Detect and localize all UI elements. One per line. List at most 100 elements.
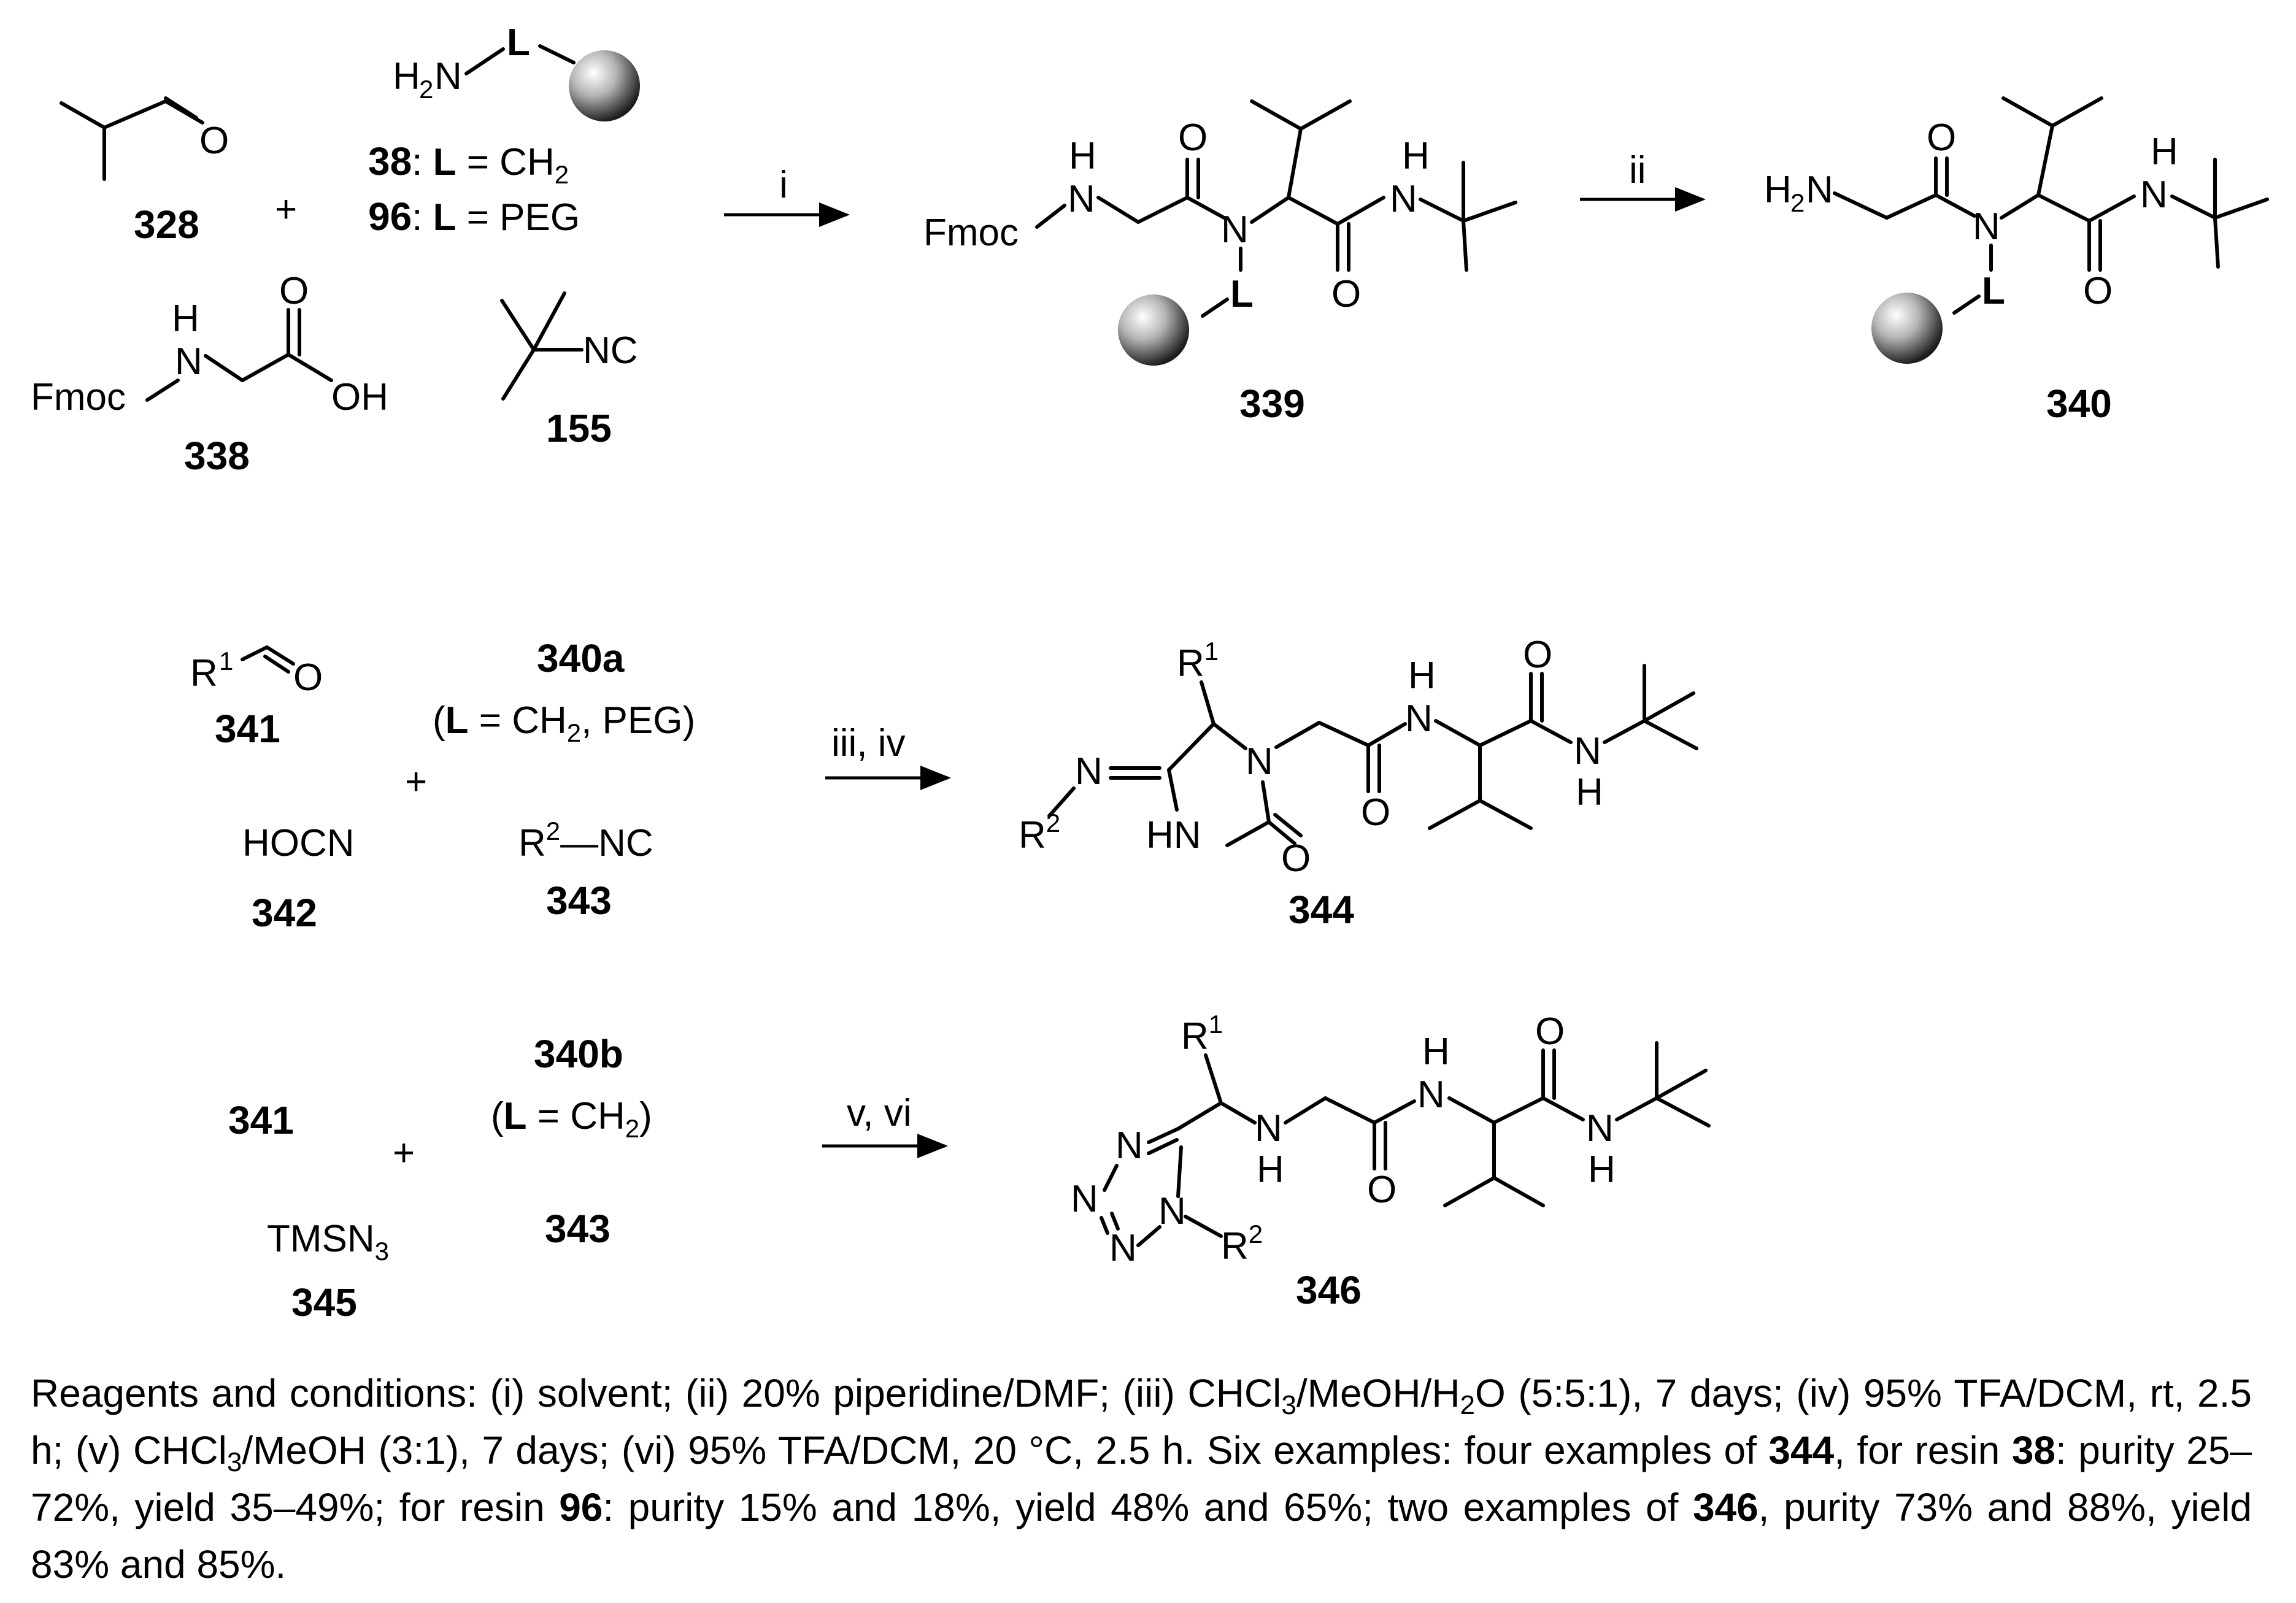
carbonyl-o2-label: O [1331,273,1361,315]
ring-n-label: N [1246,740,1273,783]
nh-n-label: N [1405,698,1433,740]
compound-number-96: 96 [368,194,412,239]
nh2-n-label: N [1574,730,1601,772]
reaction-arrow-i: i [724,164,850,227]
svg-text:96: L = PEG: 96: L = PEG [368,194,580,239]
compound-number-342: 342 [252,891,317,935]
carbonyl-o2-label: O [1535,1010,1565,1053]
nh2-h-label: H [1402,135,1430,177]
compound-number-345: 345 [291,1280,357,1324]
r-label: R [190,652,218,694]
arrow-label-ii: ii [1629,149,1646,191]
amide-n-label: N [1973,206,2000,248]
compound-number-155: 155 [546,406,612,450]
carbonyl-o2-label: O [1523,634,1552,676]
svg-text:TMSN3: TMSN3 [267,1218,389,1266]
nh-h-label: H [1069,135,1096,177]
reaction-arrow-iii-iv: iii, iv [825,722,951,790]
oxygen-label: O [199,120,229,162]
hydroxyl-label: OH [331,376,388,418]
resin-bead-icon [1871,293,1943,364]
amine-n-label: N [434,55,462,98]
fmoc-label: Fmoc [31,376,126,418]
nh-n-label: N [1417,1074,1445,1116]
nh2-n-label: N [1586,1107,1614,1150]
amine-n-label: N [1806,169,1833,211]
compound-number-343: 343 [546,878,612,923]
tetrazole-n1-label: N [1158,1190,1186,1232]
compound-number-338: 338 [184,434,250,478]
compound-number-340: 340 [2046,382,2112,426]
compound-ref-38: 38 [2011,1428,2055,1472]
nh2-h-label: H [1588,1148,1616,1191]
linker-label: L [1982,270,2005,312]
carbonyl-o-label: O [1927,117,1956,159]
amine-h-label: H [393,55,420,98]
compound-number-328: 328 [134,202,199,247]
compound-328-isobutyraldehyde: O 328 [60,96,229,247]
svg-text:R2: R2 [1019,809,1060,856]
compound-number-340b: 340b [534,1032,623,1076]
nh2-h-label: H [1576,771,1603,813]
svg-text:38: L = CH2: 38: L = CH2 [368,139,569,189]
oxygen-label: O [293,656,323,699]
amine-h-label: H [1257,1148,1284,1191]
plus-sign: + [275,188,297,231]
nh-n-label: N [175,340,202,383]
svg-text:(L = CH2, PEG): (L = CH2, PEG) [433,699,695,747]
resin-amine-38-96: H 2 N L 38: L = CH2 96: L = PEG [368,21,640,239]
compound-155-tbu-isocyanide: NC 155 [500,291,638,450]
arrow-label-v-vi: v, vi [847,1092,912,1134]
tetrazole-n2-label: N [1109,1227,1137,1269]
compound-number-340a: 340a [537,636,625,680]
reagent-340b: 340b (L = CH2) [491,1032,652,1143]
carbonyl-o-label: O [1367,1169,1396,1211]
nh-h-label: H [1422,1031,1450,1073]
compound-339-resin-bound-peptide: Fmoc H N O N O H N L 339 [923,99,1517,426]
nh2-n-label: N [1390,178,1417,220]
carbonyl-o-label: O [279,270,309,312]
arrow-label-i: i [779,164,788,206]
plus-sign: + [405,761,427,803]
compound-345-tmsn3: TMSN3 345 [267,1218,389,1324]
fmoc-label: Fmoc [923,212,1019,254]
compound-ref-96: 96 [559,1485,603,1529]
compound-340-deprotected-resin-peptide: H 2 N O N O H N L 340 [1764,96,2269,426]
reaction-arrow-ii: ii [1580,149,1706,212]
ring-hn-label: HN [1146,814,1201,856]
reaction-arrow-v-vi: v, vi [822,1092,948,1158]
compound-number-341: 341 [215,707,280,751]
svg-text:R2—NC: R2—NC [518,817,653,864]
compound-346-tetrazole: R1 N N N N R2 N H O H N O N [1071,1010,1711,1312]
nh-n-label: N [1068,178,1095,220]
nh-h-label: H [1408,655,1436,697]
amine-subscript: 2 [419,75,433,104]
compound-number-38: 38 [368,139,412,183]
amine-h-label: H [1764,169,1792,211]
tetrazole-n4-label: N [1115,1124,1143,1167]
imine-n-label: N [1075,750,1103,793]
amine-n-label: N [1255,1107,1282,1150]
compound-343-isocyanide: R2—NC 343 [518,817,653,923]
hocn-label: HOCN [242,822,355,864]
amine-subscript: 2 [1790,188,1805,217]
carbonyl-o-label: O [1361,791,1390,834]
reagent-340a: 340a (L = CH2, PEG) [433,636,695,747]
reaction-conditions-caption: Reagents and conditions: (i) solvent; (i… [31,1371,2252,1586]
nh-h-label: H [172,298,199,340]
nh-n-label: N [2140,174,2168,216]
compound-number-341-reused: 341 [228,1098,294,1142]
tetrazole-n3-label: N [1071,1178,1098,1220]
compound-ref-344: 344 [1768,1428,1835,1472]
linker-label: L [1230,273,1254,315]
compound-341-aldehyde: R 1 O 341 [190,645,323,751]
isocyanide-label: NC [583,329,638,372]
r1-superscript: 1 [219,647,233,675]
linker-label: L [507,21,530,64]
compound-number-344: 344 [1289,888,1354,932]
compound-number-346: 346 [1296,1268,1362,1312]
carbonyl-o2-label: O [2083,270,2113,312]
urea-o-label: O [1281,837,1311,880]
plus-sign: + [393,1132,415,1174]
